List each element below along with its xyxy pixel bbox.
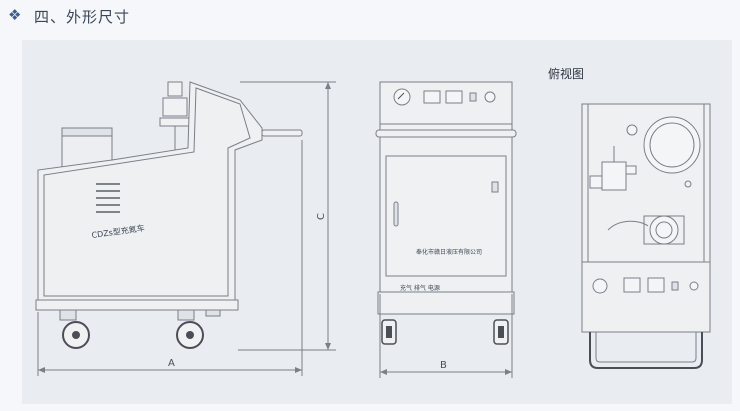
- top-view-title: 俯视图: [548, 66, 584, 81]
- front-handle-bar: [375, 129, 517, 138]
- top-pressure-icon: [592, 278, 608, 294]
- side-view: CDZs型充氮车 A C: [35, 81, 336, 376]
- base-frame: [35, 299, 239, 311]
- door: [385, 155, 507, 277]
- pump: [649, 215, 679, 245]
- diamond-bullet-icon: ❖: [8, 6, 22, 24]
- top-view: 俯视图: [548, 66, 711, 369]
- display-1: [423, 90, 441, 104]
- controls-label: 充气 排气 电源: [400, 284, 440, 292]
- door-handle: [393, 201, 399, 227]
- company-label: 奉化市赣日液压有限公司: [416, 248, 482, 256]
- valve-assembly: [167, 81, 183, 97]
- top-handle: [589, 332, 703, 369]
- top-gauge: [643, 116, 701, 174]
- section-title: 四、外形尺寸: [34, 8, 131, 26]
- front-view: 奉化市赣日液压有限公司 充气 排气 电源 B: [375, 81, 517, 378]
- handle-bar: [261, 129, 303, 137]
- indicator-light: [484, 91, 496, 103]
- dimension-b-label: B: [440, 360, 447, 371]
- valve-block: [601, 161, 627, 191]
- dimension-a-label: A: [168, 358, 175, 369]
- switch-1: [469, 92, 477, 102]
- display-2: [445, 90, 463, 104]
- vent-slots: [96, 183, 120, 213]
- dimension-c-label: C: [316, 213, 327, 220]
- section-header: ❖ 四、外形尺寸: [0, 0, 740, 32]
- pressure-gauge-icon: [393, 88, 411, 106]
